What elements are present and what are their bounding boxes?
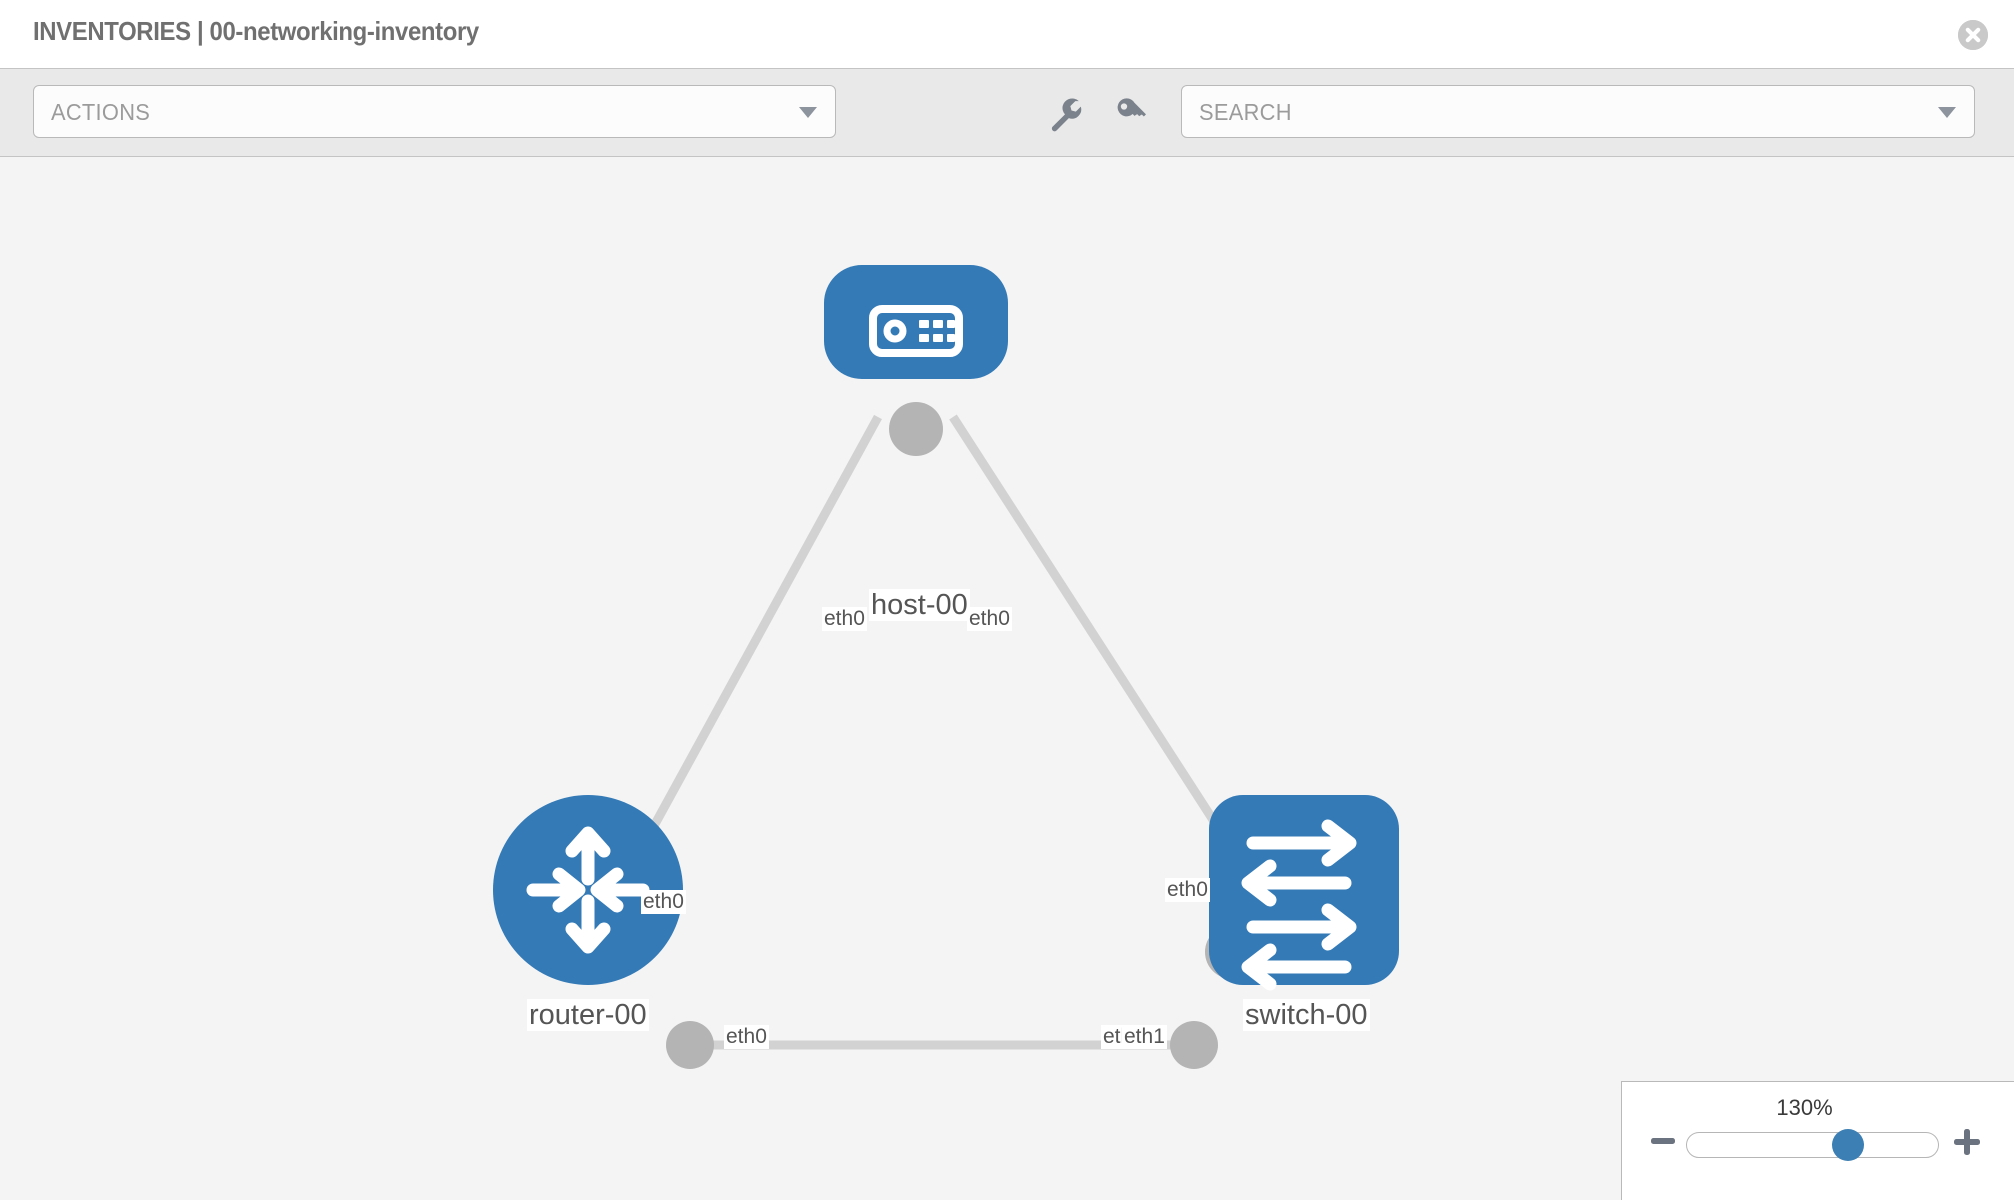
topology-canvas[interactable]: eth0 host-00 eth0 eth0 eth0 eth0 eth eth… [0,157,2014,1200]
zoom-level-label: 130% [1776,1095,1833,1120]
edge-label-switch-eth1: eth1 [1122,1025,1167,1050]
edge-label-switch-uplink-eth0: eth0 [1165,878,1210,903]
edge-host-router[interactable] [633,414,882,860]
node-label-router-00: router-00 [527,999,649,1032]
search-input[interactable]: SEARCH [1181,85,1975,138]
page-header: INVENTORIES | 00-networking-inventory [0,0,2014,68]
actions-dropdown[interactable]: ACTIONS [33,85,836,138]
zoom-control-panel: 130% [1621,1081,2014,1200]
endpoint-host-eth[interactable] [889,402,943,456]
actions-dropdown-label: ACTIONS [51,99,151,125]
key-icon[interactable] [1113,93,1153,133]
graph-edges [633,414,1241,1050]
topology-graph [493,265,1399,1069]
zoom-slider-knob[interactable] [1832,1129,1864,1161]
zoom-slider[interactable] [1686,1129,1939,1161]
endpoint-switch-eth1[interactable] [1170,1021,1218,1069]
graph-endpoints [666,402,1259,1069]
toolbar: ACTIONS SEARCH [0,68,2014,157]
close-icon[interactable] [1958,20,1988,50]
edge-label-host-eth-right: eth0 [967,607,1012,632]
node-host-00[interactable] [824,265,1008,379]
edge-host-switch[interactable] [949,414,1241,860]
node-label-switch-00: switch-00 [1243,999,1370,1032]
minus-icon[interactable] [1650,1128,1676,1154]
edge-label-router-eth0: eth0 [724,1025,769,1050]
search-placeholder: SEARCH [1199,99,1292,125]
edge-label-host-eth-left: eth0 [822,607,867,632]
node-router-00[interactable] [493,795,683,985]
node-label-host-00: host-00 [869,589,970,622]
chevron-down-icon [1938,107,1956,118]
edge-label-router-uplink-eth0: eth0 [641,890,686,915]
endpoint-router-eth0[interactable] [666,1021,714,1069]
wrench-icon[interactable] [1045,93,1085,133]
page-title: INVENTORIES | 00-networking-inventory [33,16,479,46]
plus-icon[interactable] [1953,1128,1981,1156]
chevron-down-icon [799,107,817,118]
node-switch-00[interactable] [1209,795,1399,991]
